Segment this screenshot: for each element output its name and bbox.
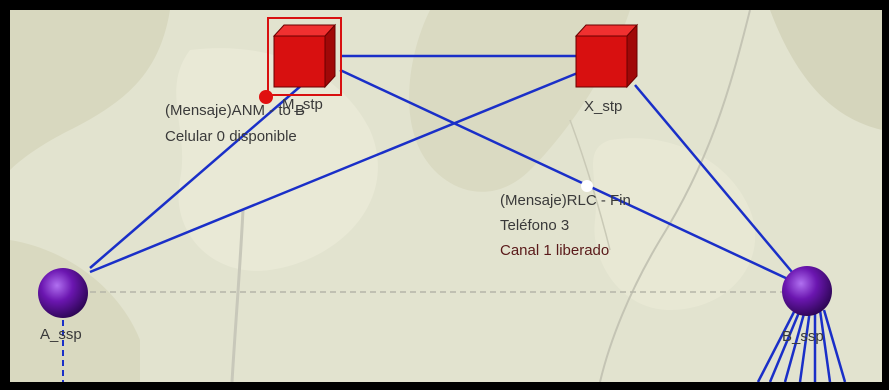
- message-marker-red[interactable]: [259, 90, 273, 104]
- link-m-b[interactable]: [339, 68, 791, 282]
- m-stp-selection-box: [267, 17, 342, 96]
- x-stp-cube-icon[interactable]: [574, 23, 639, 89]
- message-1-line-2: Celular 0 disponible: [165, 128, 297, 145]
- message-2-line-1: (Mensaje)RLC - Fin: [500, 192, 631, 209]
- link-a-m[interactable]: [89, 77, 311, 269]
- a-ssp-label: A_ssp: [40, 326, 82, 343]
- m-stp-label: M_stp: [282, 96, 323, 113]
- network-map-canvas[interactable]: M_stp X_stp A_ssp B_ssp (Mensaje)ANM - t…: [10, 10, 882, 382]
- links: [62, 54, 847, 382]
- link-x-b[interactable]: [634, 84, 793, 273]
- x-stp-label: X_stp: [584, 98, 623, 115]
- message-2-line-3: Canal 1 liberado: [500, 242, 610, 259]
- a-ssp-sphere-icon[interactable]: [38, 268, 88, 318]
- m-stp-cube-icon[interactable]: [272, 23, 337, 89]
- map-terrain: [10, 10, 882, 382]
- b-ssp-sphere-icon[interactable]: [782, 266, 832, 316]
- map-svg: [10, 10, 882, 382]
- link-a-x[interactable]: [89, 70, 581, 274]
- message-2-line-2: Teléfono 3: [500, 217, 570, 234]
- message-marker-white[interactable]: [581, 180, 593, 192]
- b-ssp-label: B_ssp: [782, 328, 824, 345]
- b-ssp-fan-links: [756, 309, 847, 382]
- message-1-line-1: (Mensaje)ANM - to B: [165, 102, 306, 119]
